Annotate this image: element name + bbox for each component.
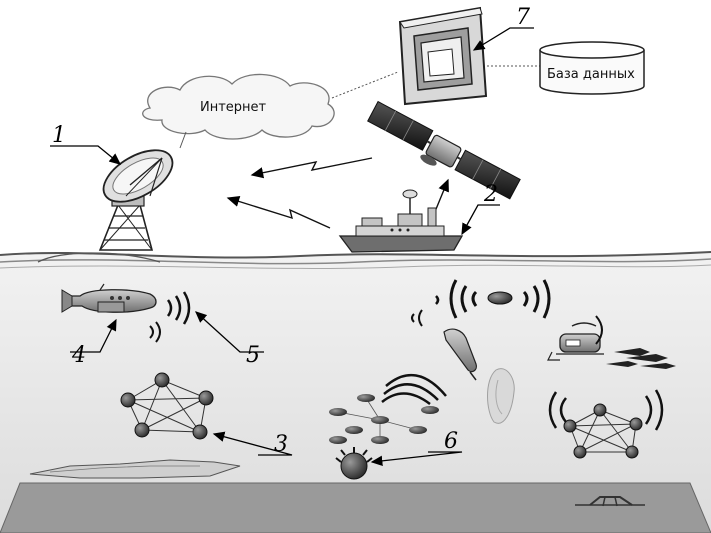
database-cylinder: База данных [539,41,645,95]
acoustic-waves-vehicle [149,291,191,343]
sensor-network-left [120,372,214,440]
seabed [0,482,711,533]
network-links [179,65,540,149]
sea-mine [335,447,373,480]
callout-3: 3 [274,432,288,457]
callout-2: 2 [483,182,498,207]
callout-5: 5 [246,343,260,368]
callout-1: 1 [52,123,66,148]
callout-7: 7 [516,5,530,30]
callout-6: 6 [444,429,458,454]
surface-buoy [435,279,551,319]
callout-leaders [50,27,534,467]
sensor-network-right [548,389,664,459]
rov-vehicle [547,315,604,361]
callout-numbers: 1 2 3 4 5 6 7 [52,5,530,457]
antenna-station [37,149,174,263]
internet-label: Интернет [200,100,267,115]
seabed-object [29,459,241,479]
callout-4: 4 [71,343,86,368]
database-label: База данных [547,67,635,82]
ship [338,189,464,253]
jellyfish [487,368,515,424]
glider-vertical [411,309,477,381]
internet-cloud: Интернет [142,73,335,140]
underwater-vehicle [61,283,157,313]
fish-school [606,348,676,369]
server-cabinet [398,6,488,106]
satellite [367,100,521,200]
sensor-cluster-center [329,373,447,444]
